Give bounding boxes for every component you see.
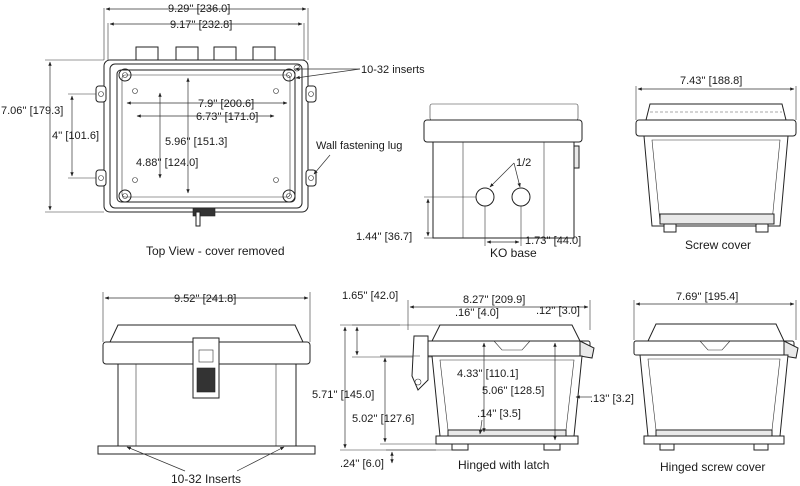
- cover: [431, 324, 581, 342]
- top-hole-y-dim: 4.88'' [124.0]: [136, 157, 198, 169]
- corner-insert: [118, 68, 132, 82]
- hl-floor-dim: .14'' [3.5]: [477, 408, 521, 420]
- corner-insert: [282, 68, 296, 82]
- front-width-dim: 9.52'' [241.8]: [174, 293, 236, 305]
- hinged-screw-view: 7.69'' [195.4] Hinged screw cover: [633, 291, 799, 474]
- base-flange: [435, 435, 579, 445]
- hl-foot-dim: .24'' [6.0]: [340, 458, 384, 470]
- corner-insert: [282, 189, 296, 203]
- screw-cover-view: 7.43'' [188.8] Screw cover: [635, 75, 797, 252]
- ko-size-label: 1/2: [516, 157, 531, 169]
- knockout: [475, 187, 495, 207]
- hs-width-dim: 7.69'' [195.4]: [676, 291, 738, 303]
- wall-lug: [305, 169, 317, 187]
- hl-lip-right-dim: .12'' [3.0]: [536, 305, 580, 317]
- hl-overall-height-dim: 5.71'' [145.0]: [312, 389, 374, 401]
- top-hole-x-dim: 6.73'' [171.0]: [196, 111, 258, 123]
- knockout: [511, 187, 531, 207]
- screw-caption: Screw cover: [685, 238, 751, 252]
- hinge: [579, 340, 595, 359]
- ko-caption: KO base: [490, 246, 537, 260]
- hl-cover-dim: 1.65'' [42.0]: [342, 290, 398, 302]
- inserts-label: 10-32 inserts: [361, 64, 425, 76]
- latch: [192, 207, 216, 217]
- lug-label: Wall fastening lug: [316, 140, 402, 152]
- corner-insert: [118, 189, 132, 203]
- hinged-latch-caption: Hinged with latch: [458, 458, 549, 472]
- ko-spacing-dim: 1.73'' [44.0]: [525, 235, 581, 247]
- wall-lug: [305, 85, 317, 103]
- front-view: 9.52'' [241.8] 10-32 Inserts: [97, 292, 316, 486]
- top-overall-width-dim: 9.29'' [236.0]: [168, 3, 230, 15]
- hinged-latch-view: 8.27'' [209.9] 1.65'' [42.0] .16'' [4.0]…: [312, 290, 634, 472]
- base-flange: [643, 435, 785, 445]
- mounting-hole: [273, 88, 279, 94]
- top-insert-x-dim: 7.9'' [200.6]: [198, 98, 254, 110]
- screw-width-dim: 7.43'' [188.8]: [680, 75, 742, 87]
- front-inserts-caption: 10-32 Inserts: [171, 472, 241, 486]
- mounting-hole: [132, 88, 138, 94]
- box-body: [639, 354, 789, 437]
- top-overall-height-dim: 7.06'' [179.3]: [1, 105, 63, 117]
- top-insert-y-dim: 5.96'' [151.3]: [165, 136, 227, 148]
- top-view: 9.29'' [236.0] 9.17'' [232.8]: [1, 3, 425, 258]
- wall-lug: [95, 169, 107, 187]
- latch: [411, 335, 429, 391]
- top-inner-width-dim: 9.17'' [232.8]: [170, 19, 232, 31]
- box-body: [643, 135, 789, 227]
- hl-base-height-dim: 5.02'' [127.6]: [352, 413, 414, 425]
- cover: [635, 119, 797, 137]
- hl-box-height-dim: 5.06'' [128.5]: [482, 385, 544, 397]
- box-body: [432, 141, 575, 239]
- hl-lip-left-dim: .16'' [4.0]: [455, 307, 499, 319]
- mounting-hole: [132, 177, 138, 183]
- ko-base-view: 1/2 1.44'' [36.7] 1.73'' [44.0] KO base: [356, 103, 583, 260]
- ko-height-dim: 1.44'' [36.7]: [356, 231, 412, 243]
- base-flange: [97, 445, 316, 455]
- hl-width-dim: 8.27'' [209.9]: [463, 294, 525, 306]
- cover: [423, 119, 583, 143]
- mounting-hole: [273, 177, 279, 183]
- top-view-caption: Top View - cover removed: [146, 244, 285, 258]
- hinge: [783, 340, 799, 359]
- hl-inner-depth-dim: 4.33'' [110.1]: [457, 368, 519, 380]
- wall-lug: [95, 85, 107, 103]
- hl-wall-dim: .13'' [3.2]: [590, 393, 634, 405]
- top-lug-spacing-dim: 4'' [101.6]: [52, 130, 99, 142]
- hinged-screw-caption: Hinged screw cover: [660, 460, 765, 474]
- cover: [647, 323, 785, 342]
